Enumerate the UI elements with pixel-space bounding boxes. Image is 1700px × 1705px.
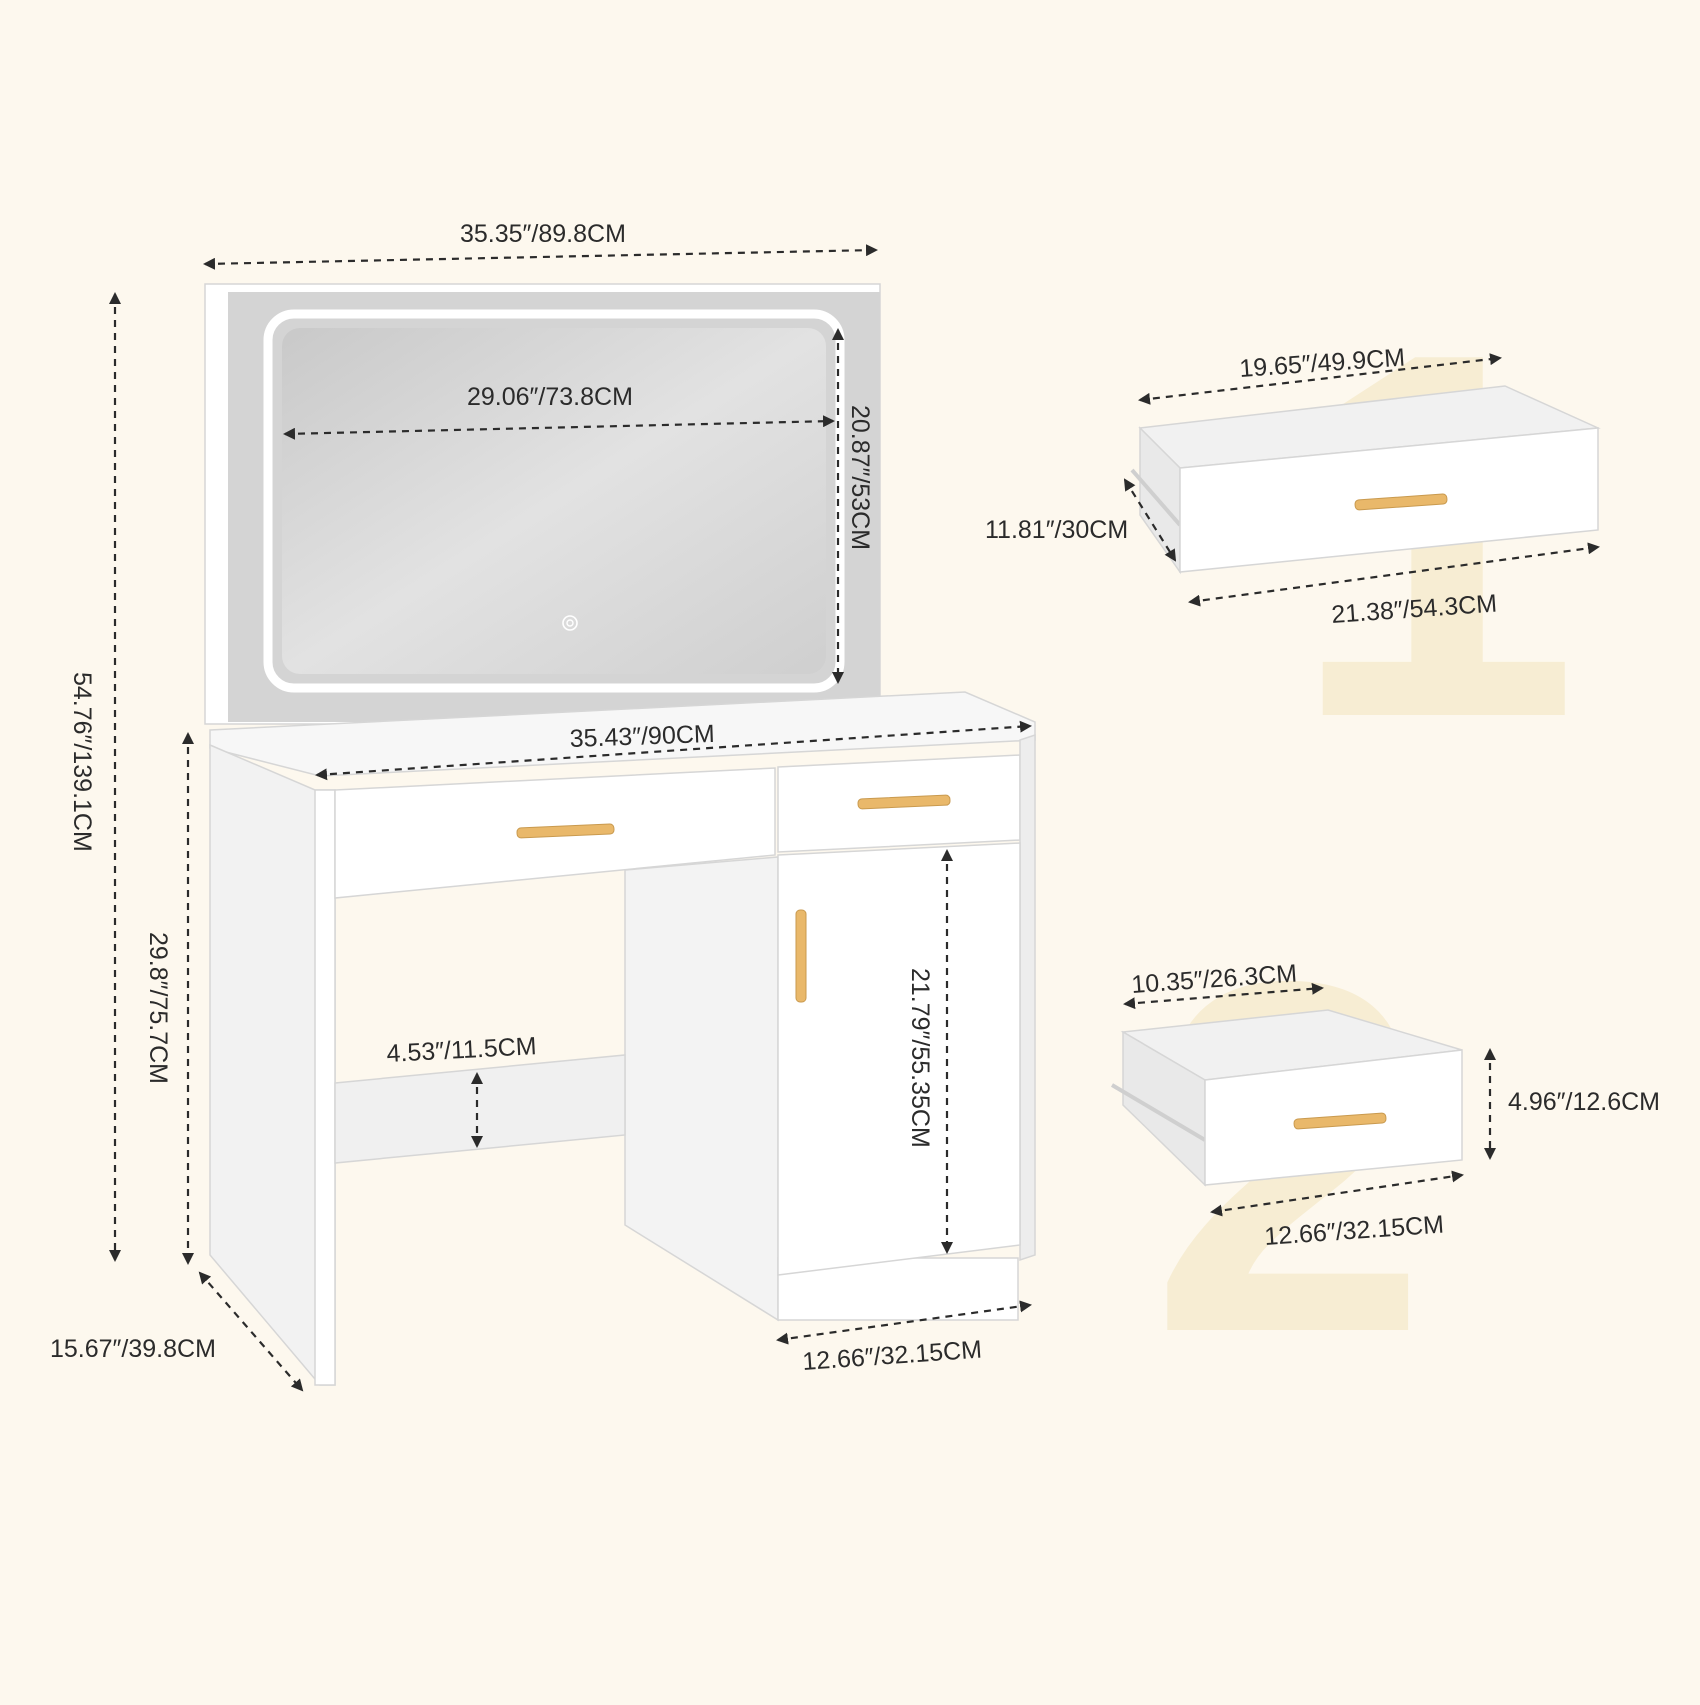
door-handle	[795, 909, 807, 1003]
dim-label-mirror-width: 29.06″/73.8CM	[467, 383, 633, 411]
mirror-glass	[282, 328, 826, 674]
cabinet-side	[624, 856, 779, 1322]
dim-label-drawer-2-height: 4.96″/12.6CM	[1508, 1088, 1660, 1116]
dim-label-mirror-height: 20.87″/53CM	[846, 405, 874, 550]
cabinet-right-edge	[1019, 733, 1036, 1262]
drawer-handle	[516, 823, 615, 839]
left-leg-front	[314, 789, 336, 1386]
dim-line-drawer-1-depth	[1123, 478, 1177, 562]
drawer-handle	[1354, 493, 1448, 511]
dim-label-desk-width: 35.43″/90CM	[569, 720, 715, 753]
dim-line-drawer-1-inner-width	[1138, 353, 1502, 405]
power-icon	[562, 615, 578, 631]
dim-line-mirror-width	[283, 415, 835, 440]
dim-line-drawer-1-front-width	[1188, 542, 1600, 607]
dim-label-depth: 15.67″/39.8CM	[50, 1335, 216, 1363]
cabinet-door	[777, 842, 1021, 1276]
dim-label-cabinet-door-height: 21.79″/55.35CM	[906, 968, 934, 1148]
crossbar	[334, 1054, 626, 1164]
drawer-handle	[857, 794, 951, 810]
dim-line-desk-width	[315, 720, 1032, 781]
dim-label-cabinet-width: 12.66″/32.15CM	[801, 1336, 982, 1376]
dim-label-drawer-1-depth: 11.81″/30CM	[985, 516, 1128, 544]
vanity-illustration	[204, 283, 1036, 1386]
dim-line-drawer-2-front-width	[1210, 1170, 1464, 1217]
dim-label-mirror-frame-width: 35.35″/89.8CM	[460, 220, 626, 248]
dim-label-desk-height: 29.8″/75.7CM	[144, 932, 172, 1084]
drawer-2-illustration	[1110, 1009, 1463, 1187]
dim-label-total-height: 54.76″/139.1CM	[68, 672, 96, 852]
dim-label-crossbar-height: 4.53″/11.5CM	[386, 1032, 537, 1068]
drawer-handle	[1293, 1112, 1387, 1130]
dim-line-drawer-2-inner-width	[1123, 982, 1324, 1010]
dim-line-cabinet-width	[776, 1300, 1032, 1345]
drawer-2-runner	[1110, 1083, 1207, 1142]
dim-line-mirror-frame-width	[203, 244, 878, 270]
